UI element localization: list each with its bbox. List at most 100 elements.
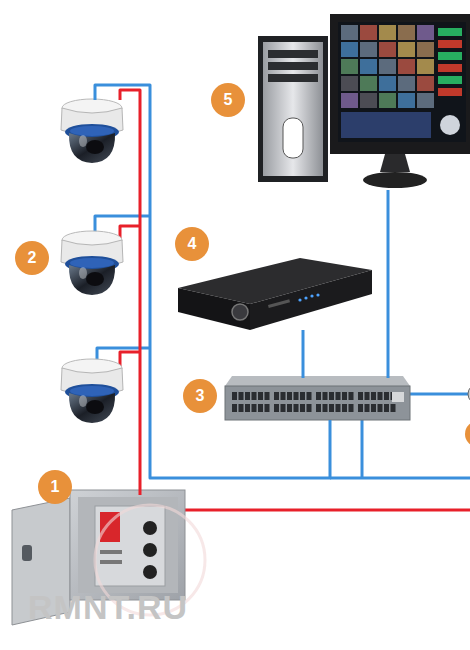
illustration-part bbox=[384, 392, 389, 400]
callout-number: 5 bbox=[211, 83, 245, 117]
illustration-part bbox=[438, 40, 462, 48]
illustration-part bbox=[120, 226, 140, 238]
illustration-part bbox=[95, 506, 165, 586]
illustration-part bbox=[283, 118, 303, 158]
illustration-part bbox=[378, 404, 383, 412]
illustration-part bbox=[304, 296, 307, 299]
callout-number: 3 bbox=[183, 379, 217, 413]
illustration-part bbox=[245, 392, 250, 400]
illustration-part bbox=[274, 392, 279, 400]
illustration-part bbox=[398, 25, 415, 40]
edge-device bbox=[468, 384, 470, 404]
illustration-part bbox=[232, 304, 248, 320]
illustration-part bbox=[61, 99, 123, 163]
illustration-part bbox=[281, 404, 286, 412]
watermark: RMNT.RU bbox=[28, 588, 188, 627]
illustration-part bbox=[61, 359, 123, 423]
illustration-part bbox=[392, 392, 404, 402]
callout-number: 4 bbox=[175, 227, 209, 261]
illustration-part bbox=[360, 25, 377, 40]
network-video-recorder bbox=[178, 258, 372, 330]
illustration-part bbox=[365, 404, 370, 412]
dome-camera bbox=[61, 99, 123, 163]
illustration-part bbox=[380, 154, 410, 172]
illustration-part bbox=[258, 404, 263, 412]
illustration-part bbox=[342, 392, 347, 400]
illustration-part bbox=[258, 392, 263, 400]
illustration-part bbox=[22, 545, 32, 561]
illustration-part bbox=[329, 404, 334, 412]
illustration-part bbox=[341, 93, 358, 108]
illustration-part bbox=[307, 392, 312, 400]
illustration-part bbox=[438, 64, 462, 72]
illustration-part bbox=[358, 392, 363, 400]
illustration-part bbox=[330, 477, 470, 480]
illustration-part bbox=[384, 404, 389, 412]
illustration-part bbox=[323, 392, 328, 400]
illustration-part bbox=[316, 392, 321, 400]
illustration-part bbox=[342, 404, 347, 412]
illustration-part bbox=[143, 565, 157, 579]
illustration-part bbox=[294, 404, 299, 412]
dome-camera bbox=[61, 359, 123, 423]
camera-group-node: 2 bbox=[55, 100, 135, 430]
illustration-part bbox=[378, 392, 383, 400]
illustration-part bbox=[336, 404, 341, 412]
illustration-part bbox=[341, 25, 462, 138]
illustration-part bbox=[360, 93, 377, 108]
illustration-part bbox=[417, 59, 434, 74]
illustration-part bbox=[143, 543, 157, 557]
illustration-part bbox=[360, 42, 377, 57]
illustration-part bbox=[341, 59, 358, 74]
illustration-part bbox=[341, 42, 358, 57]
network-cable bbox=[302, 330, 305, 378]
illustration-part bbox=[361, 420, 364, 478]
nvr-node: 4 bbox=[178, 258, 372, 330]
illustration-part bbox=[417, 42, 434, 57]
illustration-part bbox=[398, 59, 415, 74]
illustration-part bbox=[329, 392, 334, 400]
illustration-part bbox=[341, 25, 358, 40]
illustration-part bbox=[268, 62, 318, 70]
illustration-part bbox=[316, 404, 321, 412]
illustration-part bbox=[281, 392, 286, 400]
illustration-part bbox=[252, 404, 257, 412]
illustration-part bbox=[379, 25, 396, 40]
illustration-part bbox=[310, 294, 313, 297]
callout-number: 2 bbox=[15, 241, 49, 275]
illustration-part bbox=[263, 42, 323, 176]
illustration-part bbox=[274, 404, 279, 412]
illustration-part bbox=[438, 76, 462, 84]
illustration-part bbox=[398, 76, 415, 91]
illustration-part bbox=[338, 22, 466, 142]
switch-node: 3 bbox=[225, 378, 410, 420]
illustration-part bbox=[379, 76, 396, 91]
illustration-part bbox=[294, 392, 299, 400]
illustration-part bbox=[330, 14, 470, 154]
illustration-part bbox=[100, 550, 122, 554]
illustration-part bbox=[410, 393, 470, 396]
callout-number: 1 bbox=[38, 470, 72, 504]
network-cable bbox=[95, 85, 330, 478]
illustration-part bbox=[143, 521, 157, 535]
network-cable bbox=[387, 190, 390, 378]
illustration-part bbox=[268, 50, 318, 58]
illustration-part bbox=[365, 392, 370, 400]
illustration-part bbox=[379, 42, 396, 57]
cut-callout bbox=[465, 421, 470, 447]
illustration-part bbox=[78, 497, 178, 593]
illustration-part bbox=[360, 76, 377, 91]
illustration-part bbox=[360, 59, 377, 74]
illustration-part bbox=[438, 52, 462, 60]
illustration-part bbox=[287, 404, 292, 412]
illustration-part bbox=[363, 172, 427, 188]
illustration-part bbox=[239, 404, 244, 412]
illustration-part bbox=[307, 404, 312, 412]
illustration-part bbox=[398, 93, 415, 108]
illustration-part bbox=[100, 560, 122, 564]
illustration-part bbox=[379, 93, 396, 108]
illustration-part bbox=[371, 404, 376, 412]
illustration-part bbox=[61, 231, 123, 295]
